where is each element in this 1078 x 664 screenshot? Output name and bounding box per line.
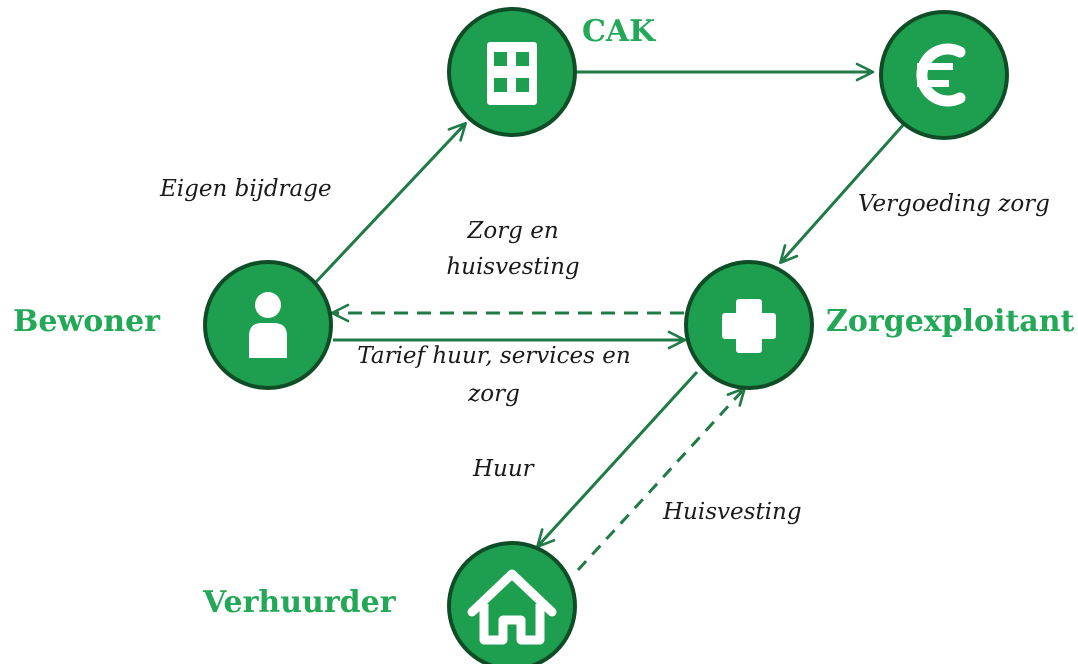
- label-huur: Huur: [472, 456, 536, 482]
- person-icon: [249, 292, 287, 358]
- edge-bewoner-to-cak: [313, 121, 467, 285]
- building-icon: [487, 42, 537, 105]
- edge-zorgexploitant-to-verhuurder: [536, 370, 699, 549]
- label-zorg-en-huisvesting-line1: Zorg en: [466, 218, 558, 244]
- label-tarief-line2: zorg: [467, 381, 520, 407]
- edges: [313, 62, 906, 572]
- label-cak: CAK: [582, 14, 656, 49]
- label-verhuurder: Verhuurder: [202, 585, 397, 620]
- label-vergoeding-zorg: Vergoeding zorg: [858, 191, 1050, 217]
- node-verhuurder: [447, 541, 577, 664]
- node-euro: [879, 10, 1009, 140]
- house-icon: [467, 569, 557, 645]
- node-bewoner: [203, 260, 333, 390]
- euro-icon: [916, 43, 966, 107]
- label-huisvesting: Huisvesting: [662, 499, 802, 525]
- label-zorg-en-huisvesting-line2: huisvesting: [446, 254, 579, 280]
- label-eigen-bijdrage: Eigen bijdrage: [159, 176, 332, 202]
- label-zorgexploitant: Zorgexploitant: [826, 304, 1075, 339]
- label-tarief-line1: Tarief huur, services en: [357, 343, 630, 369]
- medical-cross-icon: [722, 299, 776, 353]
- node-cak: [447, 7, 577, 137]
- edge-verhuurder-to-zorgexploitant: [576, 386, 746, 572]
- node-zorgexploitant: [684, 260, 814, 390]
- edge-euro-to-zorgexploitant: [779, 123, 906, 265]
- label-bewoner: Bewoner: [13, 304, 161, 339]
